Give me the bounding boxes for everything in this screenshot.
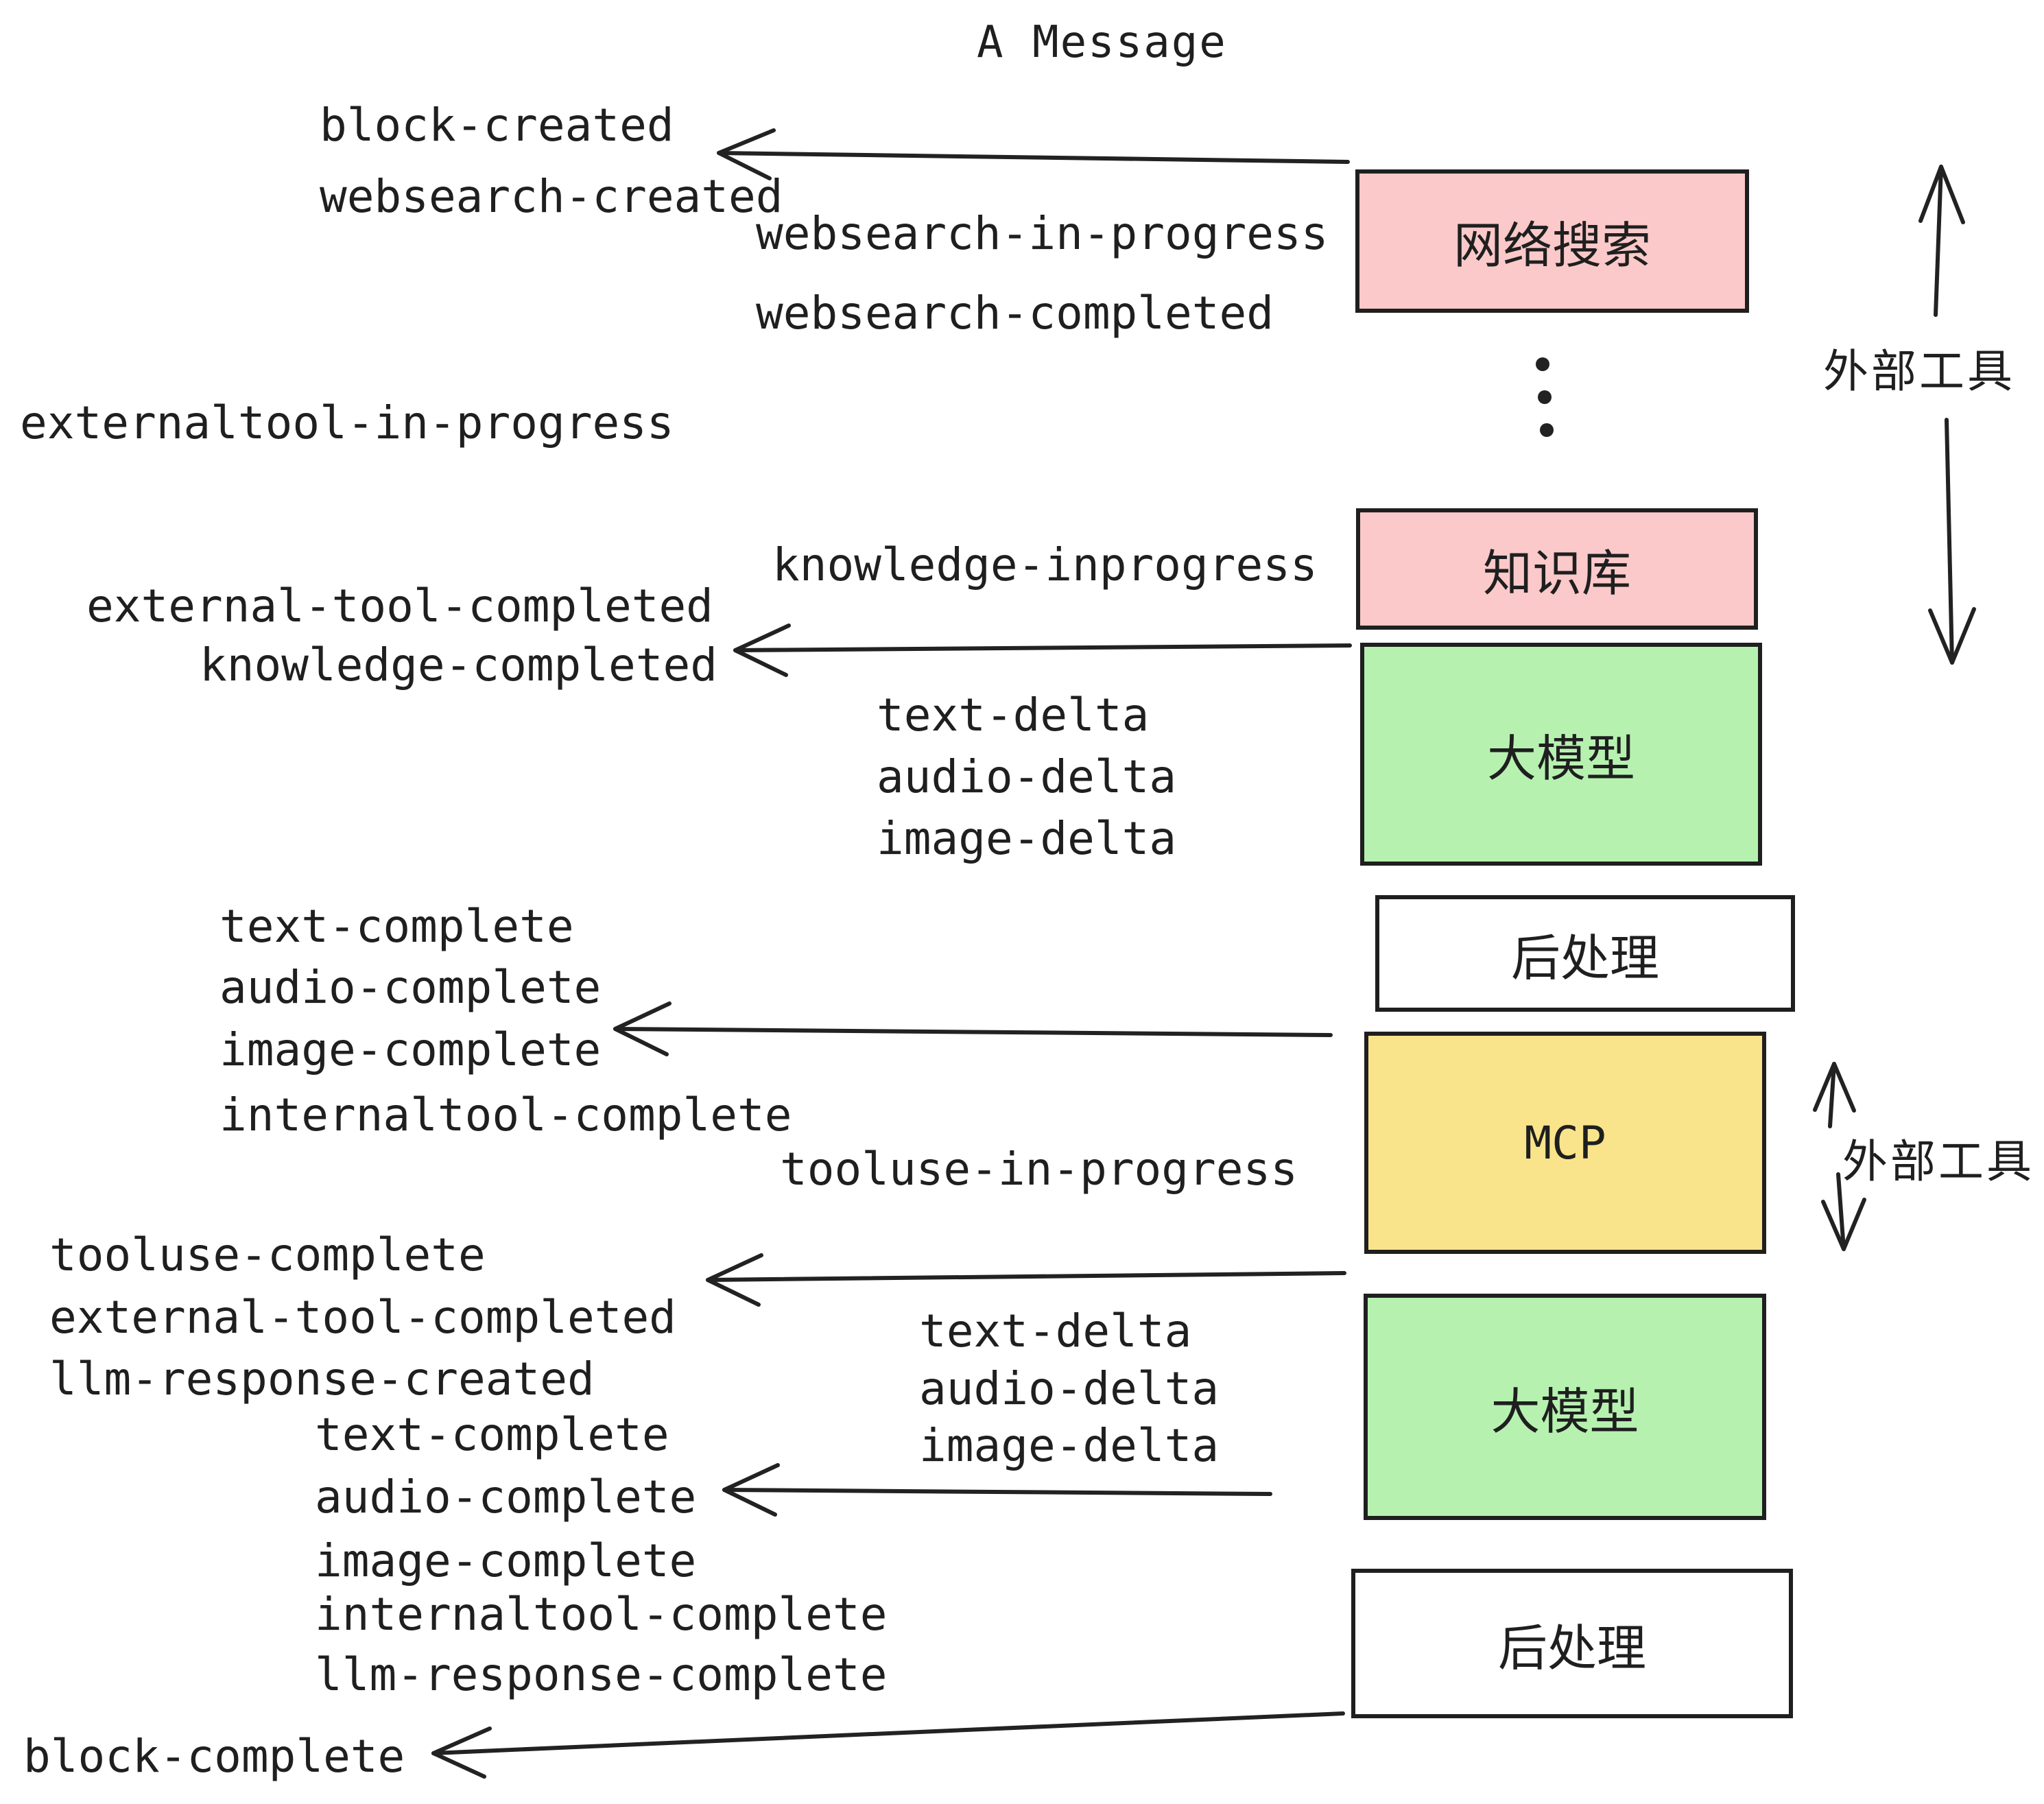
event-internaltool-complete-2: internaltool-complete — [315, 1588, 888, 1641]
event-text-delta-1: text-delta — [877, 689, 1150, 741]
double-arrow-external-tool-mid — [1813, 1062, 1866, 1251]
arrow-knowledge-completed — [733, 624, 1352, 677]
box-postprocess-2-label: 后处理 — [1497, 1621, 1646, 1676]
box-knowledge-label: 知识库 — [1482, 547, 1631, 602]
event-tooluse-in-progress: tooluse-in-progress — [780, 1143, 1298, 1196]
event-block-created: block-created — [320, 99, 674, 152]
box-llm-2: 大模型 — [1364, 1294, 1766, 1520]
event-text-complete-1: text-complete — [219, 900, 574, 953]
event-websearch-in-progress: websearch-in-progress — [756, 207, 1329, 260]
page-title: A Message — [977, 17, 1227, 68]
event-block-complete: block-complete — [23, 1730, 405, 1783]
box-llm-1: 大模型 — [1360, 643, 1762, 866]
event-external-tool-completed-1: external-tool-completed — [86, 580, 713, 632]
event-image-delta-1: image-delta — [877, 812, 1177, 865]
event-knowledge-completed: knowledge-completed — [200, 639, 717, 691]
box-mcp-label: MCP — [1524, 1116, 1606, 1170]
box-postprocess-1: 后处理 — [1375, 895, 1795, 1012]
arrow-websearch-created — [717, 128, 1350, 180]
ellipsis-dots — [1536, 357, 1554, 437]
box-postprocess-1-label: 后处理 — [1510, 931, 1659, 986]
event-image-complete-2: image-complete — [315, 1534, 697, 1587]
box-llm-2-label: 大模型 — [1490, 1384, 1639, 1440]
double-arrow-external-tool-top — [1918, 165, 1976, 665]
box-llm-1-label: 大模型 — [1486, 732, 1635, 787]
arrow-llm-complete — [722, 1463, 1272, 1517]
event-llm-response-created: llm-response-created — [49, 1353, 595, 1405]
box-mcp: MCP — [1364, 1032, 1766, 1254]
event-image-complete-1: image-complete — [219, 1023, 602, 1076]
event-audio-complete-2: audio-complete — [315, 1471, 697, 1523]
event-websearch-created: websearch-created — [320, 170, 783, 223]
event-knowledge-inprogress: knowledge-inprogress — [772, 538, 1318, 591]
arrow-tooluse-complete — [706, 1253, 1346, 1307]
box-websearch: 网络搜索 — [1355, 169, 1749, 313]
event-text-delta-2: text-delta — [919, 1305, 1192, 1357]
event-internaltool-complete-1: internaltool-complete — [219, 1089, 792, 1141]
box-postprocess-2: 后处理 — [1351, 1569, 1793, 1718]
arrow-internal-complete — [613, 1001, 1333, 1056]
event-audio-complete-1: audio-complete — [219, 961, 602, 1014]
event-image-delta-2: image-delta — [919, 1419, 1220, 1472]
event-audio-delta-2: audio-delta — [919, 1362, 1220, 1415]
event-audio-delta-1: audio-delta — [877, 750, 1177, 803]
box-knowledge: 知识库 — [1356, 508, 1758, 630]
event-websearch-completed: websearch-completed — [756, 287, 1274, 340]
event-text-complete-2: text-complete — [315, 1408, 669, 1461]
event-tooluse-complete: tooluse-complete — [49, 1229, 486, 1281]
side-label-external-tool-top: 外部工具 — [1823, 346, 2015, 396]
event-external-tool-completed-2: external-tool-completed — [49, 1291, 676, 1344]
side-label-external-tool-mid: 外部工具 — [1842, 1136, 2034, 1187]
event-llm-response-complete: llm-response-complete — [315, 1648, 888, 1701]
box-websearch-label: 网络搜索 — [1453, 219, 1651, 274]
arrow-block-complete — [431, 1711, 1345, 1779]
event-externaltool-in-progress: externaltool-in-progress — [20, 396, 674, 449]
